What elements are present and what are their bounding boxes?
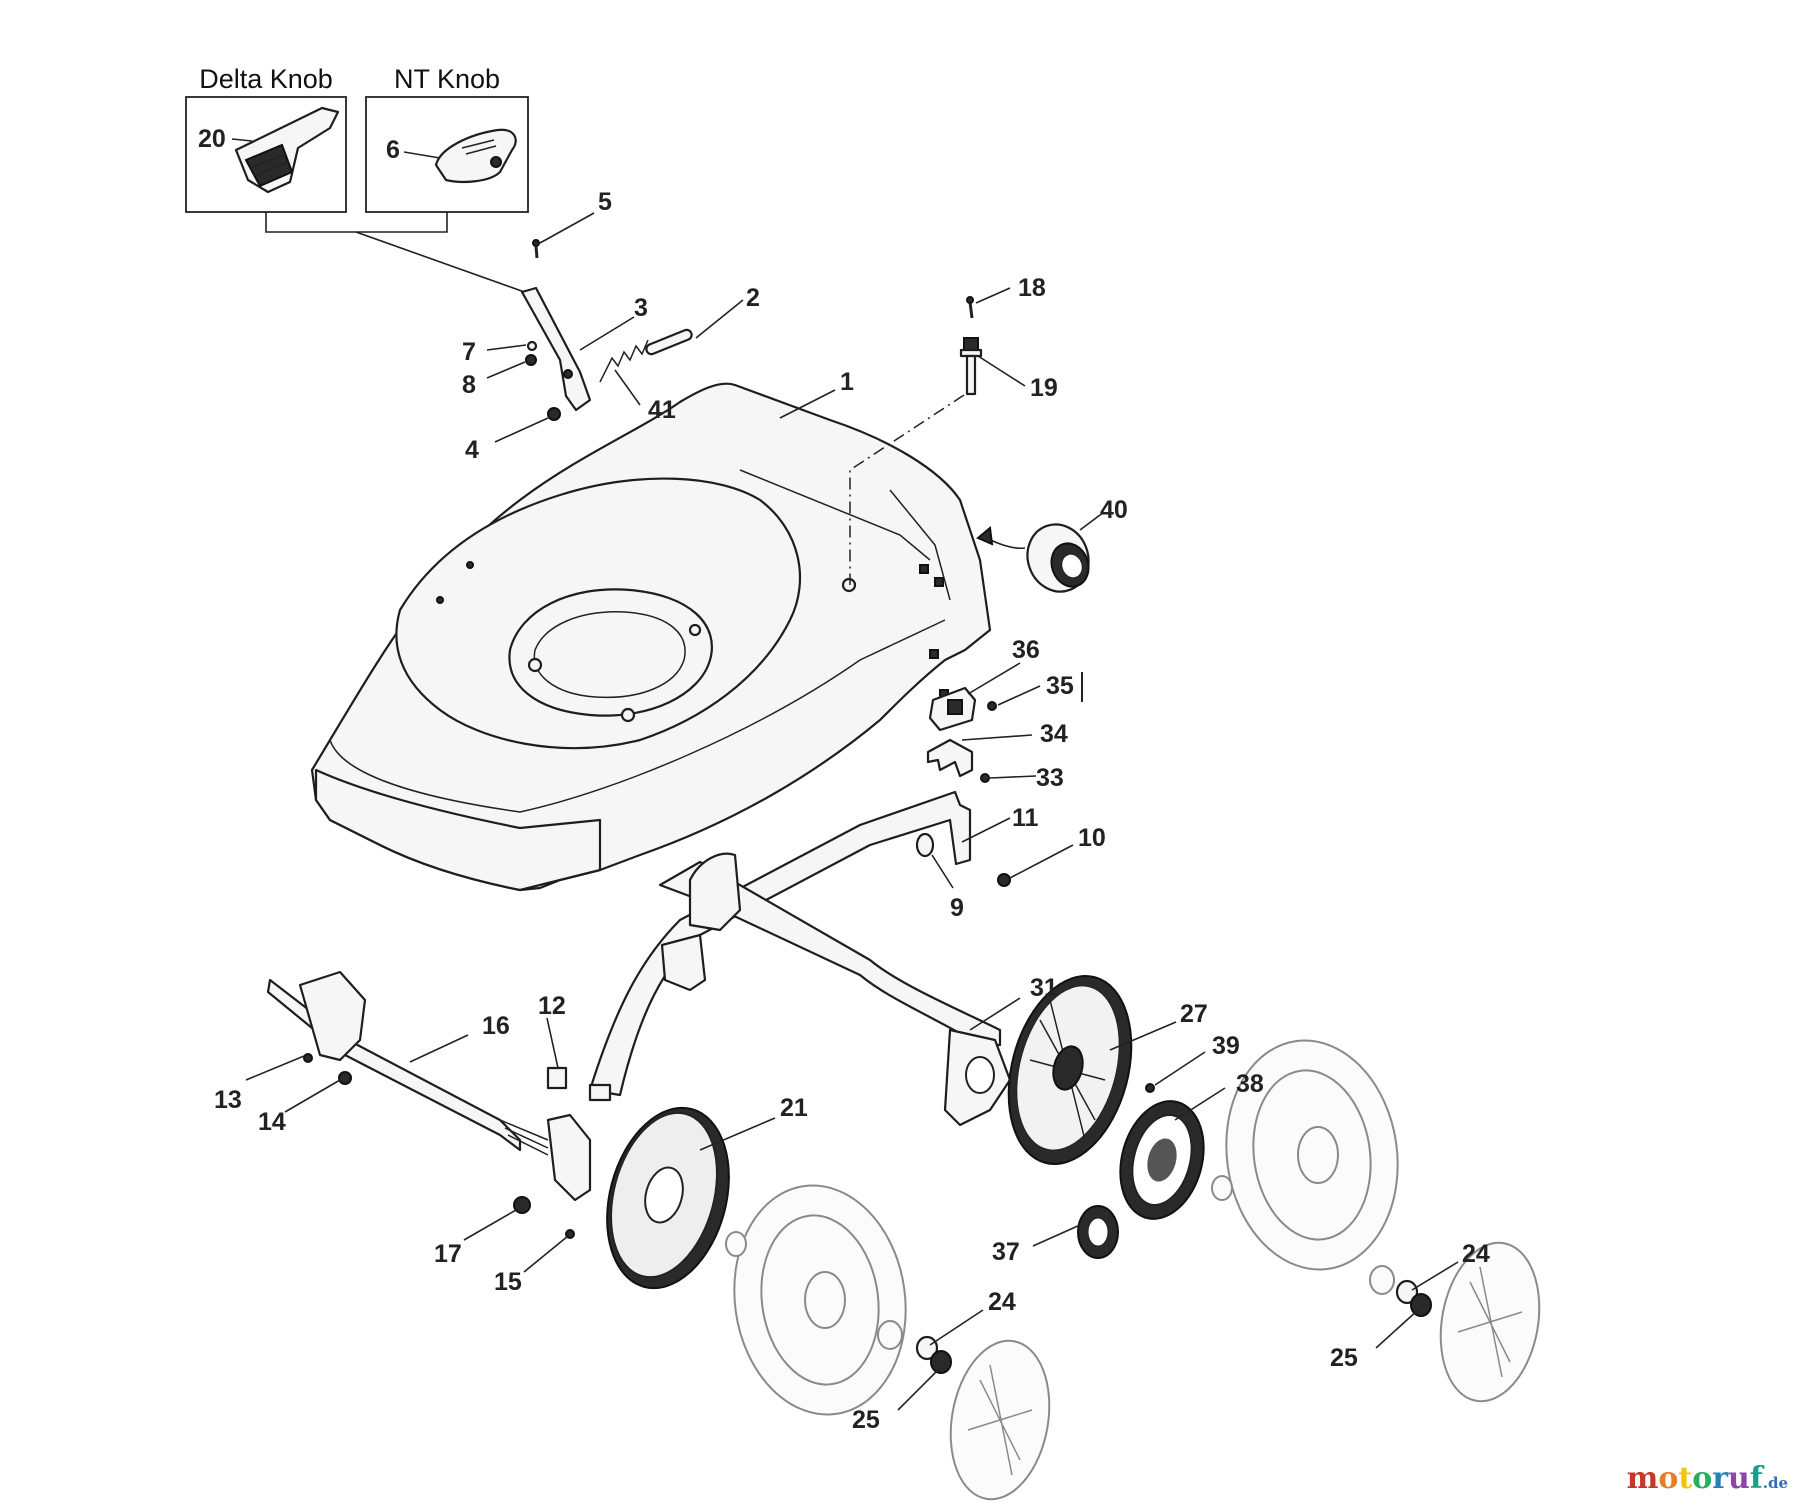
callout-14: 14 — [258, 1108, 286, 1136]
callout-37: 37 — [992, 1238, 1020, 1266]
callout-2: 2 — [746, 284, 760, 312]
leader-lines — [245, 212, 1459, 1411]
callout-24-rear: 24 — [1462, 1240, 1490, 1268]
screw-35[interactable] — [987, 701, 997, 711]
delta-knob-label: Delta Knob — [199, 64, 333, 94]
gear-38[interactable] — [1108, 1092, 1216, 1229]
watermark-tld: .de — [1762, 1474, 1788, 1492]
watermark-letter: r — [1712, 1461, 1729, 1496]
washer-24a[interactable] — [915, 1335, 939, 1361]
washer-24b[interactable] — [1395, 1279, 1419, 1305]
callout-18: 18 — [1018, 274, 1046, 302]
spring-41[interactable] — [599, 339, 649, 383]
knob-bracket — [265, 212, 448, 233]
callout-25-front: 25 — [852, 1406, 880, 1434]
rear-wheel-ghost[interactable] — [1211, 1029, 1412, 1295]
screw-33[interactable] — [980, 773, 990, 783]
callout-17: 17 — [434, 1240, 462, 1268]
bracket-34[interactable] — [926, 738, 974, 778]
nt-knob-part[interactable] — [434, 128, 517, 183]
watermark-letter: o — [1692, 1461, 1713, 1496]
delta-knob-box: Delta Knob 20 — [185, 64, 347, 213]
rear-wheel-disk-27[interactable] — [989, 962, 1151, 1177]
mower-deck[interactable] — [310, 382, 992, 892]
rear-hubcap-ghost[interactable] — [1429, 1235, 1551, 1409]
nut-25b[interactable] — [1410, 1293, 1432, 1317]
front-wheel-ghost[interactable] — [720, 1174, 920, 1425]
pivot-19[interactable] — [959, 337, 983, 396]
callout-9: 9 — [950, 894, 964, 922]
callout-5: 5 — [598, 188, 612, 216]
screw-39[interactable] — [1145, 1083, 1155, 1093]
front-hubcap-ghost[interactable] — [939, 1333, 1061, 1507]
nut-17[interactable] — [513, 1196, 531, 1214]
callout-31: 31 — [1030, 974, 1058, 1002]
callout-1: 1 — [840, 368, 854, 396]
clip-12[interactable] — [546, 1066, 568, 1090]
screw-5[interactable] — [532, 239, 540, 247]
callout-41: 41 — [648, 396, 676, 424]
height-lever[interactable] — [520, 286, 592, 412]
motoruf-watermark: motoruf.de — [1627, 1461, 1788, 1496]
callout-21: 21 — [780, 1094, 808, 1122]
callout-19: 19 — [1030, 374, 1058, 402]
callout-6: 6 — [386, 136, 400, 164]
callout-8: 8 — [462, 371, 476, 399]
callout-12: 12 — [538, 992, 566, 1020]
watermark-letter: u — [1728, 1461, 1750, 1496]
hubcap-21[interactable] — [588, 1094, 748, 1302]
callout-27: 27 — [1180, 1000, 1208, 1028]
callout-3: 3 — [634, 294, 648, 322]
callout-36: 36 — [1012, 636, 1040, 664]
nut-8[interactable] — [525, 354, 537, 366]
nut-4[interactable] — [547, 407, 561, 421]
callout-7: 7 — [462, 338, 476, 366]
callout-4: 4 — [465, 436, 479, 464]
clip-36[interactable] — [928, 686, 977, 732]
pin-2[interactable] — [645, 328, 693, 356]
callout-20: 20 — [198, 125, 226, 153]
delta-knob-part[interactable] — [234, 106, 340, 194]
callout-34: 34 — [1040, 720, 1068, 748]
callout-13: 13 — [214, 1086, 242, 1114]
callout-15: 15 — [494, 1268, 522, 1296]
callout-35: 35 — [1046, 672, 1074, 700]
callout-25-rear: 25 — [1330, 1344, 1358, 1372]
washer-9[interactable] — [915, 832, 935, 858]
callout-40: 40 — [1100, 496, 1128, 524]
watermark-letter: m — [1626, 1461, 1659, 1496]
screw-18[interactable] — [968, 301, 974, 319]
screw-10[interactable] — [997, 873, 1011, 887]
callout-33: 33 — [1036, 764, 1064, 792]
callout-11: 11 — [1012, 804, 1039, 832]
callout-16: 16 — [482, 1012, 510, 1040]
watermark-letter: o — [1658, 1461, 1679, 1496]
pinion-37[interactable] — [1077, 1205, 1119, 1259]
callout-24-front: 24 — [988, 1288, 1016, 1316]
watermark-letter: f — [1749, 1461, 1763, 1496]
gear-40[interactable] — [976, 516, 1098, 600]
nut-14[interactable] — [338, 1071, 352, 1085]
callout-38: 38 — [1236, 1070, 1264, 1098]
callout-10: 10 — [1078, 824, 1106, 852]
nut-25a[interactable] — [930, 1350, 952, 1374]
rear-axle-frame[interactable] — [588, 790, 1002, 1102]
front-axle-16[interactable] — [266, 970, 592, 1202]
screw-13[interactable] — [303, 1053, 313, 1063]
callout-39: 39 — [1212, 1032, 1240, 1060]
washer-7[interactable] — [526, 340, 538, 352]
nt-knob-box: NT Knob 6 — [365, 64, 529, 213]
bracket-31[interactable] — [943, 1028, 1012, 1127]
watermark-letter: t — [1678, 1461, 1693, 1496]
nt-knob-label: NT Knob — [394, 64, 500, 94]
